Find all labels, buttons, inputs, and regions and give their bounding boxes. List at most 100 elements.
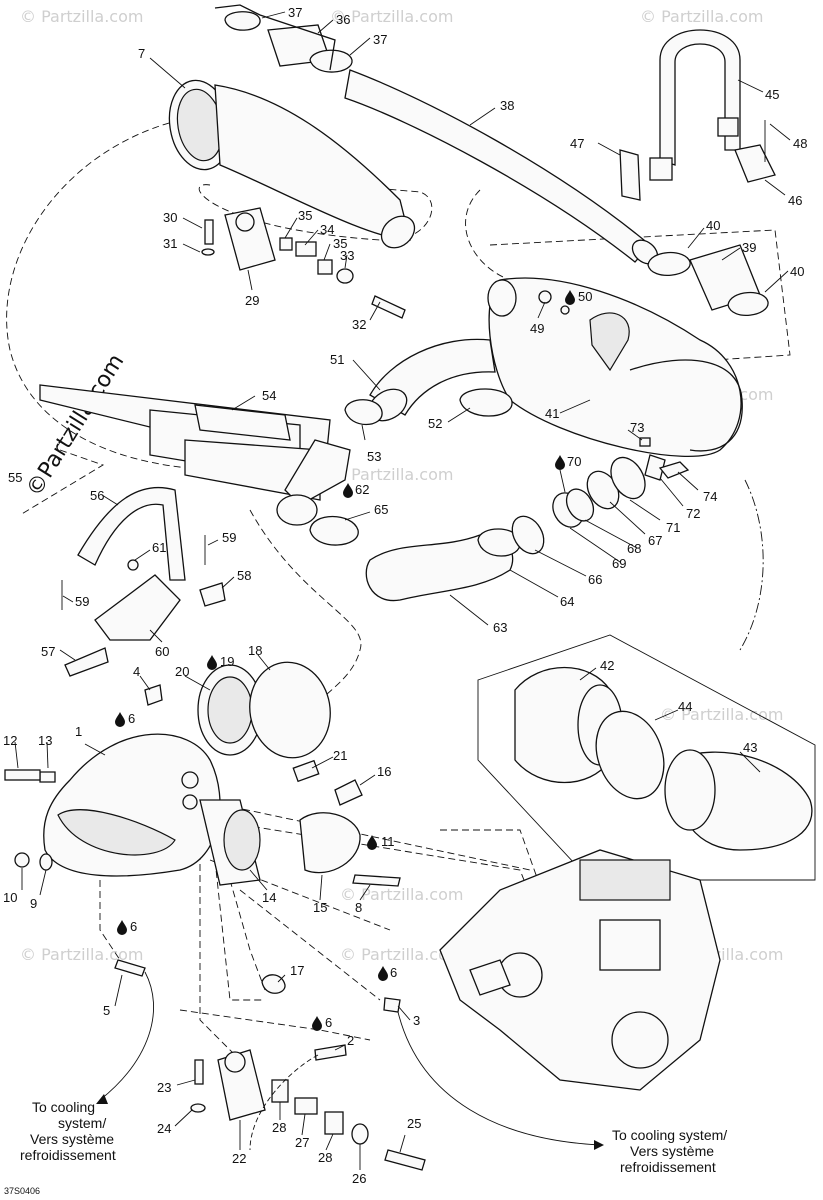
- callout-14: 14: [262, 890, 276, 905]
- callout-67: 67: [648, 533, 662, 548]
- leader: [182, 243, 201, 253]
- fitting-5: [114, 959, 146, 977]
- manifold-boss: [181, 771, 199, 789]
- washer-31: [201, 248, 215, 256]
- tuned-pipe-flange: [276, 494, 318, 526]
- strap-45-end: [649, 157, 673, 181]
- tailpipe-38: [344, 69, 651, 263]
- clamp-65: [309, 516, 359, 546]
- clamp-53: [344, 399, 383, 425]
- pipe-outline: [214, 4, 336, 71]
- screw-30: [204, 219, 214, 245]
- callout-36: 36: [336, 12, 350, 27]
- leader: [221, 576, 235, 589]
- leader: [46, 741, 49, 769]
- leader: [301, 1113, 306, 1136]
- leader: [737, 79, 764, 93]
- bushing-28: [324, 1111, 344, 1135]
- watermark-text: © Partzilla.com: [640, 7, 763, 26]
- note-left-line: system/: [58, 1115, 106, 1131]
- strap-45-end: [717, 117, 739, 137]
- arrow-head: [594, 1140, 604, 1150]
- leader: [721, 247, 741, 261]
- support-bracket-group: [61, 486, 226, 677]
- callout-48: 48: [793, 136, 807, 151]
- callout-5: 5: [103, 1003, 110, 1018]
- engine-link-line: [739, 479, 764, 651]
- callout-11: 11: [381, 834, 395, 849]
- callout-31: 31: [163, 236, 177, 251]
- leader: [84, 743, 106, 756]
- callout-59: 59: [75, 594, 89, 609]
- engine-cylinder-head: [579, 859, 671, 901]
- leader: [534, 549, 587, 577]
- note-left-line: refroidissement: [20, 1147, 116, 1163]
- callout-2: 2: [347, 1033, 354, 1048]
- leader: [149, 629, 163, 643]
- leader: [537, 301, 546, 319]
- gasket-14-bore: [223, 809, 261, 871]
- callout-69: 69: [612, 556, 626, 571]
- muffler-41: [487, 277, 743, 457]
- cooling-arrow-right: [397, 1011, 601, 1146]
- leader: [584, 519, 638, 549]
- resonator-43-end: [664, 749, 716, 831]
- leader: [769, 123, 791, 141]
- leader: [319, 874, 323, 901]
- link-line: [199, 799, 531, 871]
- callout-55: 55: [8, 470, 22, 485]
- leader: [579, 667, 597, 681]
- gasket-18: [249, 661, 331, 759]
- callout-38: 38: [500, 98, 514, 113]
- clamp-44: [595, 710, 665, 800]
- screw-23: [194, 1059, 204, 1085]
- leader: [764, 270, 789, 293]
- callout-26: 26: [352, 1171, 366, 1186]
- callout-49: 49: [530, 321, 544, 336]
- bushing-35: [279, 237, 293, 251]
- bracket-group-outline: [19, 449, 105, 516]
- callout-60: 60: [155, 644, 169, 659]
- callout-6: 6: [390, 965, 397, 980]
- tailpipe-assembly: [214, 4, 769, 317]
- leader: [609, 501, 646, 535]
- link-line: [209, 859, 391, 931]
- callout-1: 1: [75, 724, 82, 739]
- engine-mount: [469, 959, 511, 996]
- washer-33: [336, 268, 354, 284]
- leader: [764, 179, 786, 196]
- watermark-text: © Partzilla.com: [330, 7, 453, 26]
- callout-44: 44: [678, 699, 692, 714]
- leader: [257, 654, 271, 671]
- callout-18: 18: [248, 643, 262, 658]
- brand-watermark: ©Partzilla.com: [22, 350, 129, 501]
- leader: [352, 359, 381, 391]
- callout-47: 47: [570, 136, 584, 151]
- washer-26: [351, 1123, 369, 1145]
- callout-37: 37: [373, 32, 387, 47]
- callout-10: 10: [3, 890, 17, 905]
- callout-68: 68: [627, 541, 641, 556]
- leader: [59, 649, 76, 661]
- bracket-29-group: [201, 207, 406, 319]
- callout-50: 50: [578, 289, 592, 304]
- screw-25: [384, 1149, 426, 1171]
- link-line: [249, 1054, 319, 1151]
- leader: [597, 142, 621, 156]
- fitting-3: [383, 997, 401, 1013]
- screw-72: [644, 454, 666, 481]
- callout-12: 12: [3, 733, 17, 748]
- callout-labels: 37 36 37 7 38 45 48 47 46 40 39 40 30 31…: [3, 5, 807, 1186]
- bracket-58: [199, 582, 226, 607]
- callout-59: 59: [222, 530, 236, 545]
- oil-drop-icon: [117, 920, 127, 935]
- bushing-28: [271, 1079, 289, 1103]
- callout-15: 15: [313, 900, 327, 915]
- clamp-40-lower: [727, 291, 769, 317]
- leader: [509, 569, 559, 598]
- note-left-line: To cooling: [32, 1099, 95, 1115]
- leader: [447, 407, 471, 423]
- drop-callout-6: 6: [117, 919, 137, 935]
- elbow-7-outlet: [380, 215, 416, 249]
- oil-drop-icon: [312, 1016, 322, 1031]
